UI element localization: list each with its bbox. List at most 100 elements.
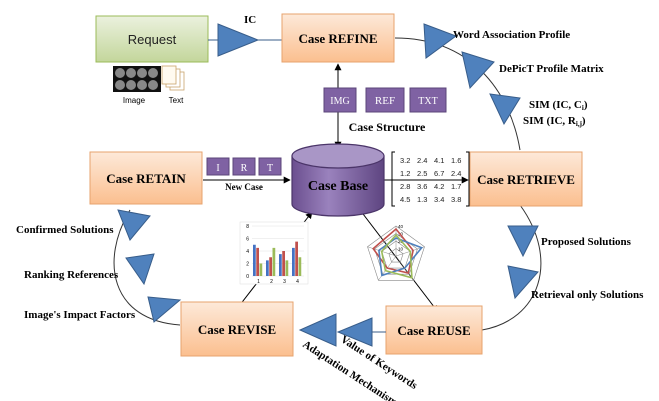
matrix-cell: 3.8 [451, 195, 461, 204]
request-label: Request [128, 32, 177, 47]
case-revise-label: Case REVISE [198, 322, 276, 337]
case-refine-label: Case REFINE [298, 31, 377, 46]
bar [285, 260, 289, 276]
case-retain-node: Case RETAIN [89, 151, 203, 205]
case-retrieve-box [469, 151, 583, 207]
proposed-solutions-label: Proposed Solutions [541, 236, 632, 248]
bar-x-tick: 4 [296, 279, 299, 285]
bar [298, 257, 302, 276]
txt-tag [409, 87, 447, 113]
bar-y-tick: 0 [246, 274, 249, 280]
bar [259, 263, 263, 276]
request-box [95, 15, 209, 63]
matrix-cell: 1.6 [451, 156, 461, 165]
image-thumbnails: Image Text [113, 65, 185, 105]
radar-tick: 10 [398, 247, 404, 252]
case-structure: IMG REF TXT Case Structure [323, 87, 447, 134]
triangle-ranking [125, 253, 155, 286]
radar-tick: 40 [398, 224, 404, 229]
bar-x-tick: 3 [283, 279, 286, 285]
new-case-cell-t: T [267, 163, 273, 174]
ic-triangle: IC [208, 14, 282, 57]
img-tag [323, 87, 357, 113]
case-base: Case Base [291, 143, 385, 217]
new-case-label: New Case [225, 182, 263, 192]
triangle-word-association [423, 23, 458, 59]
reuse-revise-triangles [298, 313, 386, 347]
matrix-cell: 2.4 [451, 169, 461, 178]
text-label: Text [169, 96, 184, 105]
refine-retrieve-triangles [423, 23, 521, 126]
revise-retain-curve [113, 209, 181, 326]
img-tag-label: IMG [330, 96, 349, 107]
case-refine-node: Case REFINE [281, 13, 395, 63]
case-retain-label: Case RETAIN [106, 171, 186, 186]
bar [272, 247, 276, 276]
bar [292, 247, 295, 276]
bar-x-tick: 1 [257, 279, 260, 285]
case-structure-label: Case Structure [349, 120, 426, 134]
retrieve-reuse-curve [481, 204, 542, 331]
triangle-confirmed [117, 209, 151, 241]
matrix-cell: 4.2 [434, 182, 444, 191]
bar [279, 254, 282, 276]
bar-y-tick: 2 [246, 262, 249, 268]
ic-label: IC [244, 14, 256, 26]
triangle-proposed [507, 225, 539, 258]
impact-factors-label: Image's Impact Factors [24, 309, 136, 321]
matrix-cell: 2.5 [417, 169, 427, 178]
triangle-sim [489, 93, 521, 126]
radar-series [378, 237, 424, 277]
triangle-retrieval-only [507, 265, 539, 300]
text-document-icon [161, 65, 185, 91]
case-base-label: Case Base [308, 179, 368, 194]
bar-y-tick: 8 [246, 224, 249, 230]
matrix-cell: 2.4 [417, 156, 427, 165]
depict-matrix-label: DePicT Profile Matrix [499, 63, 604, 75]
confirmed-solutions-label: Confirmed Solutions [16, 224, 114, 236]
matrix-cell: 4.1 [434, 156, 444, 165]
bar-y-tick: 6 [246, 237, 249, 243]
case-reuse-node: Case REUSE [385, 305, 483, 355]
matrix-cell: 3.2 [400, 156, 410, 165]
ref-tag-label: REF [375, 95, 395, 107]
bar [266, 260, 269, 276]
triangle-depict-matrix [461, 51, 495, 90]
retrieve-reuse-triangles [507, 225, 539, 300]
matrix-cell: 2.8 [400, 182, 410, 191]
retrieval-only-label: Retrieval only Solutions [531, 289, 644, 301]
case-retrieve-label: Case RETRIEVE [477, 172, 575, 187]
matrix-cell: 3.4 [434, 195, 444, 204]
matrix-cell: 1.7 [451, 182, 461, 191]
case-revise-box [180, 301, 294, 357]
image-label: Image [123, 96, 146, 105]
bar [282, 251, 285, 276]
matrix-cell: 3.6 [417, 182, 427, 191]
new-case: I R T New Case [206, 157, 282, 192]
case-revise-node: Case REVISE [180, 301, 294, 357]
case-reuse-box [385, 305, 483, 355]
case-refine-box [281, 13, 395, 63]
triangle-impact-factors [147, 296, 182, 323]
radar-series [380, 233, 413, 279]
arrow-casebase-reuse [359, 209, 439, 313]
bar [269, 257, 272, 276]
case-retrieve-node: Case RETRIEVE [469, 151, 583, 207]
revise-retain-triangles [117, 209, 182, 323]
txt-tag-label: TXT [418, 96, 437, 107]
radar-ring [388, 248, 404, 263]
new-case-cell-r: R [241, 163, 248, 174]
sim-c-label: SIM (IC, Ci) [529, 99, 588, 112]
bar [253, 244, 256, 276]
radar-ring [367, 225, 425, 281]
bar-x-tick: 2 [270, 279, 273, 285]
matrix-cell: 1.2 [400, 169, 410, 178]
matrix-cell: 1.3 [417, 195, 427, 204]
ref-tag [365, 87, 405, 113]
case-retain-box [89, 151, 203, 205]
word-association-label: Word Association Profile [453, 29, 570, 41]
